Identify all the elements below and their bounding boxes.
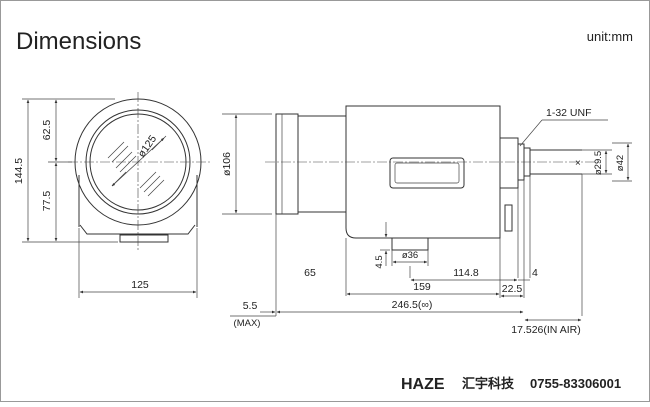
lens-barrel — [297, 115, 347, 213]
margin-left-label: 5.5 — [243, 300, 258, 312]
foot-height-label: 4.5 — [374, 255, 385, 268]
brand-logo: HAZE — [401, 376, 445, 393]
side-view: × ø106 1-32 UNF ø29.5 ø42 4.5 ø36 — [221, 105, 632, 336]
mount-inner-dia-label: ø29.5 — [593, 151, 604, 175]
front-section-label: 65 — [304, 267, 316, 279]
front-width-label: 125 — [131, 279, 149, 291]
body-diameter-label: ø106 — [221, 152, 233, 176]
mount-outer-dia-label: ø42 — [615, 155, 626, 171]
brand-phone: 0755-83306001 — [530, 376, 621, 391]
side-window — [389, 157, 465, 189]
front-view: ø125 144.5 62.5 77.5 125 — [13, 92, 210, 298]
flange-back-label: 17.526(IN AIR) — [511, 324, 580, 336]
rear-flange — [499, 137, 519, 189]
flange-length-label: 22.5 — [502, 283, 523, 295]
foot-dia-label: ø36 — [402, 250, 418, 261]
height-lower-label: 77.5 — [41, 191, 53, 212]
svg-text:×: × — [575, 158, 581, 169]
side-foot — [391, 237, 429, 251]
height-total-label: 144.5 — [13, 158, 25, 184]
height-upper-label: 62.5 — [41, 120, 53, 141]
unit-label: unit:mm — [587, 29, 633, 44]
thread-label: 1-32 UNF — [546, 107, 592, 119]
front-base-plate — [79, 224, 196, 235]
front-foot — [119, 234, 169, 243]
overall-length-label: 246.5(∞) — [392, 299, 433, 311]
rear-length-label: 114.8 — [453, 267, 479, 279]
brand-footer: HAZE 汇宇科技 0755-83306001 — [401, 376, 621, 393]
front-bezel — [275, 113, 299, 215]
margin-left-note: (MAX) — [234, 318, 261, 329]
page-title: Dimensions — [16, 28, 141, 55]
brand-company: 汇宇科技 — [462, 376, 515, 391]
mount-length-label: 4 — [532, 267, 538, 279]
foot-offset-label: 159 — [413, 281, 431, 293]
